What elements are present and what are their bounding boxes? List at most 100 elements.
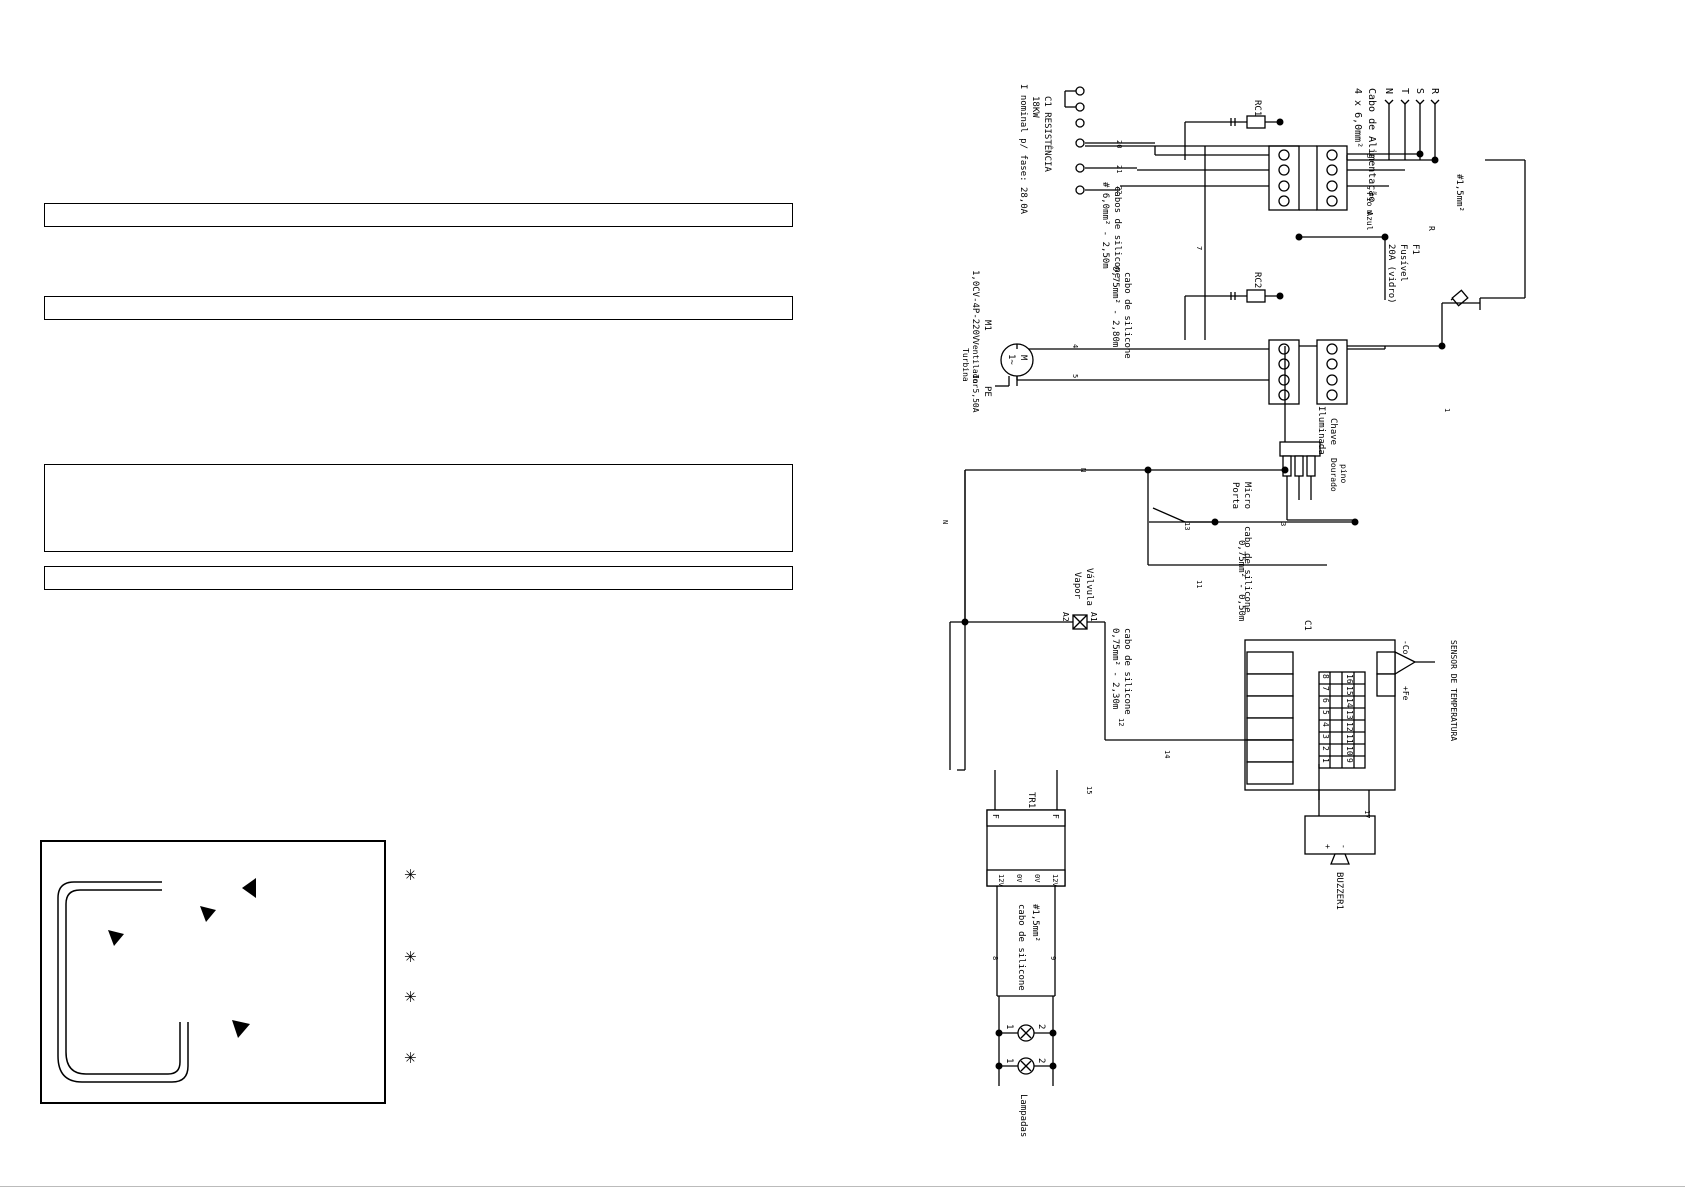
- sensor-label: SENSOR DE TEMPERATURA: [1449, 640, 1458, 741]
- section-box-3: [44, 464, 793, 552]
- motor-id: M1: [982, 320, 992, 331]
- transformer-out-2: 0V: [1033, 874, 1041, 883]
- rc1-label: RC1: [1252, 100, 1262, 116]
- section-box-2: [44, 296, 793, 320]
- lamp-pin-2a: 2: [1036, 1024, 1046, 1029]
- resistance-power: 18KW: [1030, 96, 1040, 118]
- wire-n: N: [1365, 210, 1373, 214]
- valve-cable-size: 0,75mm² - 2,30m: [1110, 628, 1120, 709]
- controller-terminal-number: 13: [1345, 710, 1354, 720]
- transformer-id: TR1: [1026, 792, 1036, 808]
- micro-cable-size: 0,75mm² - 0,50m: [1236, 540, 1246, 621]
- transformer-f1: F: [1051, 814, 1060, 819]
- transformer-cable-size: #1,5mm²: [1030, 904, 1040, 942]
- fuse-name: Fusível: [1398, 244, 1408, 282]
- phase-s-label: S: [1414, 88, 1425, 94]
- wire-3: 3: [1279, 522, 1287, 526]
- transformer-f2: F: [991, 814, 1000, 819]
- controller-terminal-number: 6: [1321, 698, 1330, 703]
- wire-7: 7: [1195, 246, 1203, 250]
- controller-terminal-number: 5: [1321, 710, 1330, 715]
- transformer-cable: cabo de silicone: [1016, 904, 1026, 991]
- lamp-pin-2b: 2: [1036, 1058, 1046, 1063]
- resistance-cables: cabos de silicone: [1112, 186, 1122, 278]
- motor-symbol-m: M: [1018, 355, 1028, 361]
- bullet-asterisk: ✳: [404, 1049, 417, 1067]
- wire-r-label: R: [1427, 226, 1436, 231]
- phase-n-label: N: [1383, 88, 1394, 94]
- section-box-4: [44, 566, 793, 590]
- motor-type: Turbina: [961, 348, 970, 382]
- wire-8: 8: [991, 956, 999, 960]
- transformer-out-3: 0V: [1015, 874, 1023, 883]
- wire-17: 17: [1363, 810, 1371, 818]
- sensor-co: -Co: [1401, 640, 1410, 655]
- wire-n: N: [1079, 468, 1087, 472]
- controller-terminal-number: 4: [1321, 722, 1330, 727]
- wire-22: 22: [1115, 186, 1123, 194]
- page-bottom-rule: [0, 1186, 1685, 1187]
- valve-name: Válvula: [1084, 568, 1094, 606]
- wire-14: 14: [1163, 750, 1171, 758]
- wire-n: N: [941, 520, 949, 524]
- buzzer-plus: +: [1323, 844, 1332, 849]
- transformer-out-1: 12V: [1051, 874, 1059, 887]
- micro-cable: cabo de silicone: [1242, 526, 1252, 613]
- motor-current: In 5,50A: [971, 374, 980, 413]
- controller-terminal-number: 2: [1321, 746, 1330, 751]
- wire-4: 4: [1071, 344, 1079, 348]
- nozzle-illustration-box: [40, 840, 386, 1104]
- motor-symbol-ac: 1~: [1006, 354, 1016, 365]
- switch-pin-color: Dourado: [1329, 458, 1338, 492]
- wire-20: 20: [1115, 140, 1123, 148]
- micro-name: Micro: [1242, 482, 1252, 509]
- controller-terminal-number: 1: [1321, 758, 1330, 763]
- controller-terminal-number: 14: [1345, 698, 1354, 708]
- phase-t-label: T: [1399, 88, 1410, 94]
- resistance-current: I nominal p/ fase: 28,0A: [1018, 84, 1028, 215]
- controller-id: C1: [1302, 620, 1312, 631]
- switch-type: Iluminada: [1316, 406, 1326, 455]
- controller-terminal-number: 7: [1321, 686, 1330, 691]
- controller-terminal-number: 15: [1345, 686, 1354, 696]
- controller-terminal-number: 11: [1345, 734, 1354, 744]
- motor-cable: cabo de silicone: [1122, 272, 1132, 359]
- valve-a1: A1: [1089, 612, 1098, 622]
- lamps-label: Lampadas: [1018, 1094, 1028, 1137]
- section-box-1: [44, 203, 793, 227]
- motor-name: Ventilador: [971, 340, 980, 388]
- phase-r-label: R: [1429, 88, 1440, 95]
- fuse-rating: 20A (vidro): [1386, 244, 1396, 304]
- wire-5: 5: [1071, 374, 1079, 378]
- wire-11: 11: [1195, 580, 1203, 588]
- controller-terminal-number: 8: [1321, 674, 1330, 679]
- wire-15: 15: [1085, 786, 1093, 794]
- wire-blue-label: Fio Azul: [1365, 192, 1374, 231]
- bullet-asterisk: ✳: [404, 866, 417, 884]
- transformer-out-4: 12V: [997, 874, 1005, 887]
- switch-pin: pino: [1339, 464, 1348, 483]
- supply-cable-label: Cabo de Alimentação: [1366, 88, 1377, 202]
- buzzer-id: BUZZER1: [1334, 872, 1344, 910]
- buzzer-minus: -: [1339, 844, 1348, 849]
- valve-a2: A2: [1061, 612, 1070, 622]
- valve-cable: cabo de silicone: [1122, 628, 1132, 715]
- motor-pe: PE: [982, 386, 992, 397]
- lamp-pin-1a: 1: [1004, 1024, 1014, 1029]
- bullet-asterisk: ✳: [404, 948, 417, 966]
- controller-terminal-number: 12: [1345, 722, 1354, 732]
- motor-cable-size: 0,75mm² - 2,80m: [1110, 266, 1120, 347]
- bullet-asterisk: ✳: [404, 988, 417, 1006]
- resistance-cables-size: # 6,0mm² - 2,50m: [1100, 182, 1110, 269]
- supply-cable-size: 4 x 6,0mm²: [1352, 88, 1363, 148]
- wire-13: 13: [1183, 522, 1191, 530]
- lamp-pin-1b: 1: [1004, 1058, 1014, 1063]
- motor-spec: 1,0CV-4P-220V: [970, 270, 980, 341]
- wire-1: 1: [1443, 408, 1451, 412]
- rc2-label: RC2: [1252, 272, 1262, 288]
- nozzle-illustration: [57, 868, 256, 1083]
- sensor-fe: +Fe: [1401, 686, 1410, 701]
- wire-9: 9: [1049, 956, 1057, 960]
- wire-21: 21: [1115, 165, 1123, 173]
